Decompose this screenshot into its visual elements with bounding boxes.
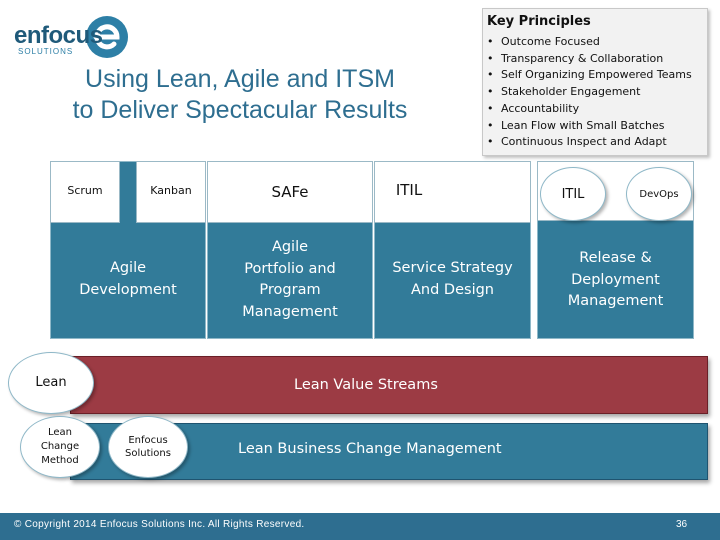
devops-oval-label: DevOps [639,189,679,200]
copyright-text: © Copyright 2014 Enfocus Solutions Inc. … [14,519,305,530]
itil-oval-label: ITIL [561,187,585,202]
principle-item: Continuous Inspect and Adapt [487,134,692,151]
principle-item: Transparency & Collaboration [487,51,692,68]
lean-change-method-label: Lean Change Method [40,427,80,466]
logo-subtitle: SOLUTIONS [18,47,74,56]
agile-development-label: Agile Development [79,260,177,298]
footer-bar [0,513,720,540]
kanban-box [136,161,206,223]
lean-value-streams-bar [70,356,708,414]
release-deployment-label: Release & Deployment Management [567,250,664,309]
safe-box [207,161,373,223]
enfocus-solutions-oval [108,416,188,478]
agile-portfolio-label: Agile Portfolio and Program Management [242,239,338,320]
service-strategy-label: Service Strategy And Design [392,260,513,298]
principle-item: Stakeholder Engagement [487,84,692,101]
principle-item: Outcome Focused [487,34,692,51]
devops-oval [626,167,692,221]
slide-title: Using Lean, Agile and ITSM to Deliver Sp… [30,64,450,126]
lean-oval [8,352,94,414]
lean-business-change-label: Lean Business Change Management [238,441,502,457]
lean-change-method-oval [20,416,100,478]
key-principles-list: Outcome Focused Transparency & Collabora… [487,34,692,151]
principle-item: Self Organizing Empowered Teams [487,67,692,84]
title-line-2: to Deliver Spectacular Results [72,96,408,124]
lean-oval-label: Lean [35,375,67,390]
scrum-box [50,161,120,223]
title-line-1: Using Lean, Agile and ITSM [85,65,395,93]
lean-value-streams-label: Lean Value Streams [294,377,438,393]
safe-label: SAFe [271,183,309,201]
key-principles-title: Key Principles [487,14,591,29]
principle-item: Lean Flow with Small Batches [487,118,692,135]
enfocus-logo-mark [86,16,128,58]
kanban-label: Kanban [150,184,192,197]
principle-item: Accountability [487,101,692,118]
scrum-label: Scrum [67,184,103,197]
itil-label: ITIL [395,181,423,199]
enfocus-solutions-label: Enfocus Solutions [125,435,171,459]
logo-wordmark: enfocus [14,22,103,49]
page-number: 36 [676,519,688,530]
itil-oval [540,167,606,221]
itil-box [374,161,531,223]
